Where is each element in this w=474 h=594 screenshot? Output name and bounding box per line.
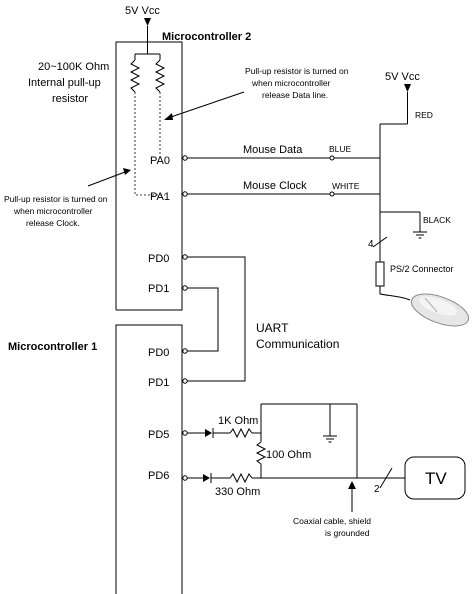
note-data-3: release Data line.	[262, 90, 328, 100]
wire-white-label: WHITE	[332, 181, 360, 191]
wire-count-4: 4	[368, 239, 374, 250]
mcu1-box	[115, 324, 183, 594]
pullup-resistor-data	[154, 59, 166, 93]
top-vcc-label: 5V Vcc	[125, 5, 160, 17]
mcu2-pin-pa1: PA1	[150, 191, 170, 203]
mcu1-pin-pd1: PD1	[148, 377, 169, 389]
resistor-100-label: 100 Ohm	[266, 449, 311, 461]
resistor-330	[229, 472, 253, 484]
mcu2-title: Microcontroller 2	[162, 31, 251, 43]
mcu1-pin-pd5: PD5	[148, 429, 169, 441]
mouse-cable	[379, 286, 411, 301]
uart-label-1: UART	[256, 321, 289, 335]
pullup-label-1: 20~100K Ohm	[38, 61, 109, 73]
diode-pd6-icon	[203, 474, 210, 482]
resistor-1k-label: 1K Ohm	[218, 415, 258, 427]
mcu2-box	[115, 41, 183, 311]
bundle-slash	[372, 236, 388, 248]
right-vcc-arrow-icon	[404, 84, 411, 92]
uart-label-2: Communication	[256, 337, 339, 351]
note-data-pointer	[167, 91, 245, 119]
mouse-data-label: Mouse Data	[243, 144, 303, 156]
diode-pd5-icon	[205, 429, 212, 437]
pullup-link-clock	[134, 92, 165, 196]
mcu2-pin-pa0: PA0	[150, 155, 170, 167]
right-vcc-label: 5V Vcc	[385, 71, 420, 83]
ps2-connector	[375, 261, 385, 287]
uart-line-2	[187, 287, 219, 352]
pullup-resistor-clock	[129, 59, 141, 93]
note-clock-pointer	[87, 171, 126, 187]
mcu1-pin-pd6: PD6	[148, 470, 169, 482]
note-clock-3: release Clock.	[26, 218, 80, 228]
pullup-label-2: Internal pull-up	[28, 77, 101, 89]
coax-slash	[379, 467, 393, 489]
resistor-100	[255, 441, 267, 465]
uart-line-1	[187, 256, 246, 382]
mouse-clock-label: Mouse Clock	[243, 180, 307, 192]
wire-count-2: 2	[374, 484, 380, 495]
pullup-label-3: resistor	[52, 93, 88, 105]
mcu2-pin-pd1: PD1	[148, 283, 169, 295]
tv-box	[404, 456, 466, 500]
resistor-330-label: 330 Ohm	[215, 486, 260, 498]
top-vcc-arrow-icon	[144, 18, 151, 26]
coax-arrow-icon	[348, 481, 356, 489]
note-data-arrow-icon	[164, 113, 173, 120]
resistor-1k	[229, 427, 253, 439]
note-clock-2: when microcontroller	[13, 206, 93, 216]
wire-red-label: RED	[415, 110, 433, 120]
note-clock-1: Pull-up resistor is turned on	[4, 194, 108, 204]
mouse-icon	[410, 293, 470, 327]
mcu1-title: Microcontroller 1	[8, 341, 97, 353]
tv-label: TV	[425, 469, 447, 488]
wire-blue-label: BLUE	[329, 144, 352, 154]
note-data-2: when microcontroller	[251, 78, 331, 88]
ps2-connector-label: PS/2 Connector	[390, 264, 454, 274]
wire-black-label: BLACK	[423, 215, 451, 225]
mcu2-pin-pd0: PD0	[148, 253, 169, 265]
coax-note-1: Coaxial cable, shield	[293, 516, 371, 526]
note-data-1: Pull-up resistor is turned on	[245, 66, 349, 76]
coax-note-2: is grounded	[325, 528, 370, 538]
mcu1-pin-pd0: PD0	[148, 347, 169, 359]
note-clock-arrow-icon	[123, 168, 131, 175]
